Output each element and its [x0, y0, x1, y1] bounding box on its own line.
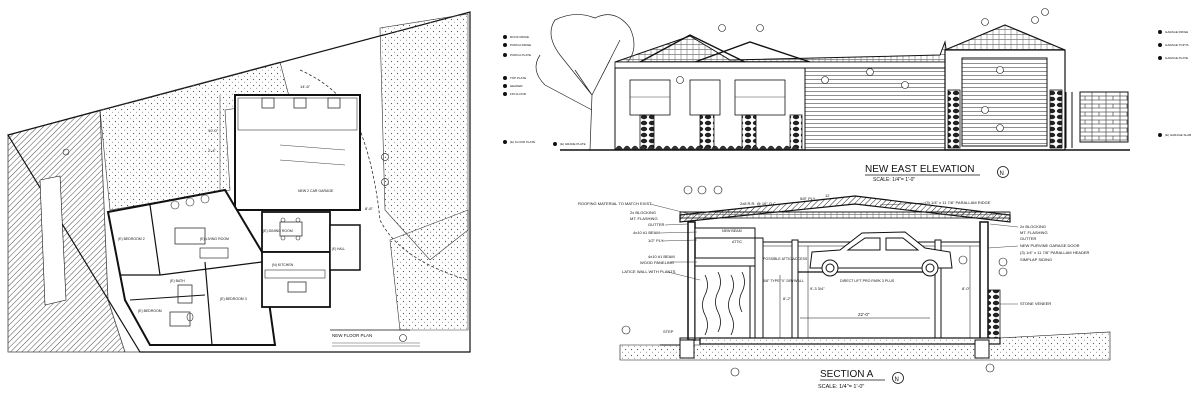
svg-text:ATTIC: ATTIC: [732, 240, 743, 244]
elevation-scale: SCALE: 1/4"= 1'-0": [873, 177, 915, 183]
svg-text:MT. FLASHING: MT. FLASHING: [630, 216, 658, 221]
section-dim: 8'-0": [962, 286, 971, 291]
plan-dim: 14'-6": [300, 84, 311, 89]
svg-text:4x10 #1 BEAM: 4x10 #1 BEAM: [648, 254, 675, 259]
plan-dim: 8'-6": [365, 206, 374, 211]
section-a: STEP 22'-0" 8'-2" 9'-3 3/4" 8'-0" ROOFIN…: [578, 185, 1111, 390]
svg-text:(E) GRADE PLATE: (E) GRADE PLATE: [560, 142, 586, 146]
floor-plan: NEW 2 CAR GARAGE 10'-0" 2'-4": [7, 11, 471, 353]
svg-text:5/8" TYPE "X" DRYWALL: 5/8" TYPE "X" DRYWALL: [763, 279, 804, 283]
room-label-dining: (E) DINING ROOM: [263, 229, 293, 233]
level-markers-left: ROOF RIDGE PORCH RIDGE PORCH PLATE TOP P…: [503, 35, 586, 146]
section-roof: [679, 195, 1011, 223]
north-arrow-icon: [892, 372, 904, 384]
tree: [535, 14, 635, 151]
svg-text:FIN FLOOR: FIN FLOOR: [510, 92, 527, 96]
room-label-living: (E) LIVING ROOM: [200, 237, 229, 241]
svg-text:(E) FLOOR PLATE: (E) FLOOR PLATE: [510, 140, 535, 144]
svg-text:1/2" PLY: 1/2" PLY: [648, 238, 664, 243]
room-label-bed2: (E) BEDROOM 2: [118, 237, 145, 241]
room-label-bath: (E) BATH: [170, 279, 185, 283]
garage-roof: [944, 24, 1066, 51]
svg-text:DIRECT LIFT PRO PARK 3 PLUS: DIRECT LIFT PRO PARK 3 PLUS: [840, 279, 895, 283]
svg-text:N: N: [895, 377, 899, 383]
svg-text:SIMPLAP SIDING: SIMPLAP SIDING: [1020, 257, 1052, 262]
svg-text:ROOF RIDGE: ROOF RIDGE: [510, 35, 529, 39]
svg-text:MT. FLASHING: MT. FLASHING: [1020, 230, 1048, 235]
north-arrow-icon: [997, 166, 1009, 178]
svg-text:POSSIBLE ATTIC ACCESS: POSSIBLE ATTIC ACCESS: [763, 257, 808, 261]
svg-text:ROOFING MATERIAL TO MATCH EXIS: ROOFING MATERIAL TO MATCH EXIST: [578, 201, 652, 206]
svg-text:2x BLOCKING: 2x BLOCKING: [630, 210, 656, 215]
svg-text:GARAGE RIDGE: GARAGE RIDGE: [1165, 30, 1188, 34]
level-markers-right: GARAGE RIDGE GARAGE TOP PL GARAGE PLATE …: [1158, 30, 1191, 137]
room-label-hall: (E) HALL: [332, 247, 345, 251]
brick-wall: [1079, 91, 1129, 143]
svg-text:NEW PURVINE GARAGE DOOR: NEW PURVINE GARAGE DOOR: [1020, 243, 1080, 248]
interior-labels: NEW BEAM ATTIC POSSIBLE ATTIC ACCESS 5/8…: [722, 229, 895, 283]
svg-text:LATICE WALL WITH PLANTS: LATICE WALL WITH PLANTS: [622, 269, 676, 274]
section-right-wall: [979, 221, 989, 341]
svg-text:2x BLOCKING: 2x BLOCKING: [1020, 224, 1046, 229]
room-label-kitchen: (N) KITCHEN: [272, 263, 294, 267]
svg-text:2x8 R.R. @ 16" O.C.: 2x8 R.R. @ 16" O.C.: [740, 201, 777, 206]
svg-text:5/8" PLY: 5/8" PLY: [800, 196, 816, 201]
section-left-wall: [687, 221, 696, 341]
plan-dim: 10'-0": [208, 128, 219, 133]
svg-text:N: N: [1000, 171, 1004, 177]
svg-text:GARAGE PLATE: GARAGE PLATE: [1165, 56, 1188, 60]
section-dim: 22'-0": [858, 312, 870, 317]
elevation-title: NEW EAST ELEVATION: [865, 164, 974, 175]
svg-text:PORCH PLATE: PORCH PLATE: [510, 53, 531, 57]
svg-text:WOOD PANELING: WOOD PANELING: [640, 260, 674, 265]
svg-text:STONE VENEER: STONE VENEER: [1020, 301, 1051, 306]
callouts-top: 2x8 R.R. @ 16" O.C. 5/8" PLY 12 (3) 1/4"…: [740, 193, 991, 206]
svg-text:NEW BEAM: NEW BEAM: [722, 229, 742, 233]
svg-text:12: 12: [825, 193, 830, 198]
section-scale: SCALE: 1/4"= 1'-0": [818, 384, 864, 390]
car-icon: [809, 231, 953, 277]
svg-text:TOP PLATE: TOP PLATE: [510, 76, 526, 80]
svg-text:(3) 1/4" x 11 7/8" PARALLAM RI: (3) 1/4" x 11 7/8" PARALLAM RIDGE: [925, 200, 991, 205]
plan-dim: 2'-4": [208, 148, 217, 153]
svg-text:GUTTER: GUTTER: [1020, 236, 1037, 241]
room-label-garage: NEW 2 CAR GARAGE: [298, 189, 334, 193]
step-label: STEP: [663, 329, 674, 334]
section-title: SECTION A: [820, 369, 874, 380]
room-label-bedroom: (E) BEDROOM: [138, 309, 162, 313]
svg-text:PORCH RIDGE: PORCH RIDGE: [510, 43, 531, 47]
svg-text:(3) 1/4" x 11 7/8" PARALLAM HE: (3) 1/4" x 11 7/8" PARALLAM HEADER: [1020, 250, 1089, 255]
garage-outline: [234, 94, 361, 211]
svg-text:4x10 #1 BEAM: 4x10 #1 BEAM: [633, 230, 660, 235]
house-outline: [106, 188, 277, 346]
callouts-right: 2x BLOCKING MT. FLASHING GUTTER NEW PURV…: [987, 223, 1089, 306]
plan-title: NEW FLOOR PLAN: [332, 333, 372, 338]
room-label-bed3: (E) BEDROOM 3: [220, 297, 247, 301]
east-elevation: ROOF RIDGE PORCH RIDGE PORCH PLATE TOP P…: [503, 8, 1191, 183]
section-dim: 8'-2": [783, 296, 792, 301]
callouts-left: ROOFING MATERIAL TO MATCH EXIST 2x BLOCK…: [578, 201, 701, 281]
svg-text:GARAGE TOP PL: GARAGE TOP PL: [1165, 43, 1190, 47]
section-dim: 9'-3 3/4": [810, 286, 825, 291]
north-arrow-icon: [399, 334, 407, 342]
svg-text:GUTTER: GUTTER: [648, 222, 665, 227]
svg-text:(E) GARAGE SLAB: (E) GARAGE SLAB: [1165, 133, 1191, 137]
svg-text:HEADER: HEADER: [510, 84, 523, 88]
